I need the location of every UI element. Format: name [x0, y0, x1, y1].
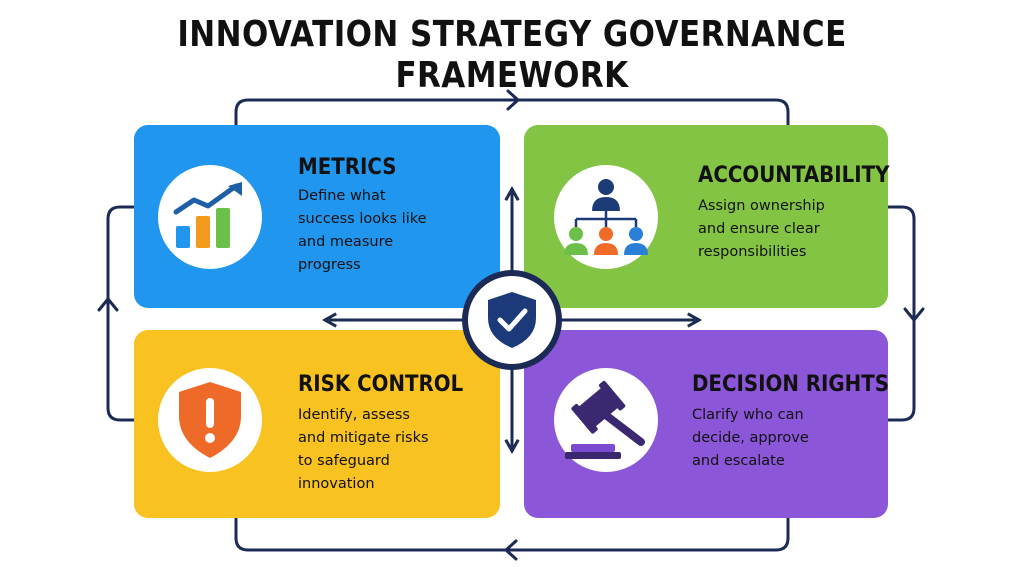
growth-chart-icon: [173, 182, 242, 248]
metrics-card: METRICS Define what success looks like a…: [134, 125, 500, 308]
arrowhead-left: [97, 297, 119, 312]
center-hub: [462, 270, 562, 370]
accountability-card: ACCOUNTABILITY Assign ownership and ensu…: [524, 125, 890, 308]
decision-rights-card: DECISION RIGHTS Clarify who can decide, …: [524, 330, 889, 518]
outer-cycle-left: [106, 205, 136, 422]
accountability-description: Assign ownership and ensure clear respon…: [698, 198, 825, 260]
org-chart-icon: [564, 179, 648, 255]
gavel-icon: [565, 380, 645, 459]
decision-rights-icon-circle: [554, 368, 658, 472]
accountability-icon-circle: [554, 165, 658, 269]
risk-control-card: RISK CONTROL Identify, assess and mitiga…: [134, 330, 500, 518]
risk-control-heading: RISK CONTROL: [298, 372, 464, 397]
page-title: INNOVATION STRATEGY GOVERNANCE FRAMEWORK: [177, 14, 847, 96]
arrowhead-bottom: [504, 539, 518, 561]
outer-cycle-bottom: [234, 516, 790, 552]
risk-control-description: Identify, assess and mitigate risks to s…: [298, 407, 429, 492]
outer-cycle-right: [886, 205, 916, 422]
arrowhead-right: [903, 307, 925, 322]
decision-rights-heading: DECISION RIGHTS: [692, 372, 889, 397]
metrics-icon-circle: [158, 165, 262, 269]
shield-check-icon: [488, 292, 536, 348]
metrics-description: Define what success looks like and measu…: [298, 188, 427, 273]
warning-shield-icon: [179, 382, 241, 458]
accountability-heading: ACCOUNTABILITY: [698, 163, 890, 188]
risk-control-icon-circle: [158, 368, 262, 472]
arrowhead-top: [506, 89, 520, 111]
decision-rights-description: Clarify who can decide, approve and esca…: [692, 407, 809, 469]
metrics-heading: METRICS: [298, 155, 397, 180]
outer-cycle-top: [234, 98, 790, 127]
